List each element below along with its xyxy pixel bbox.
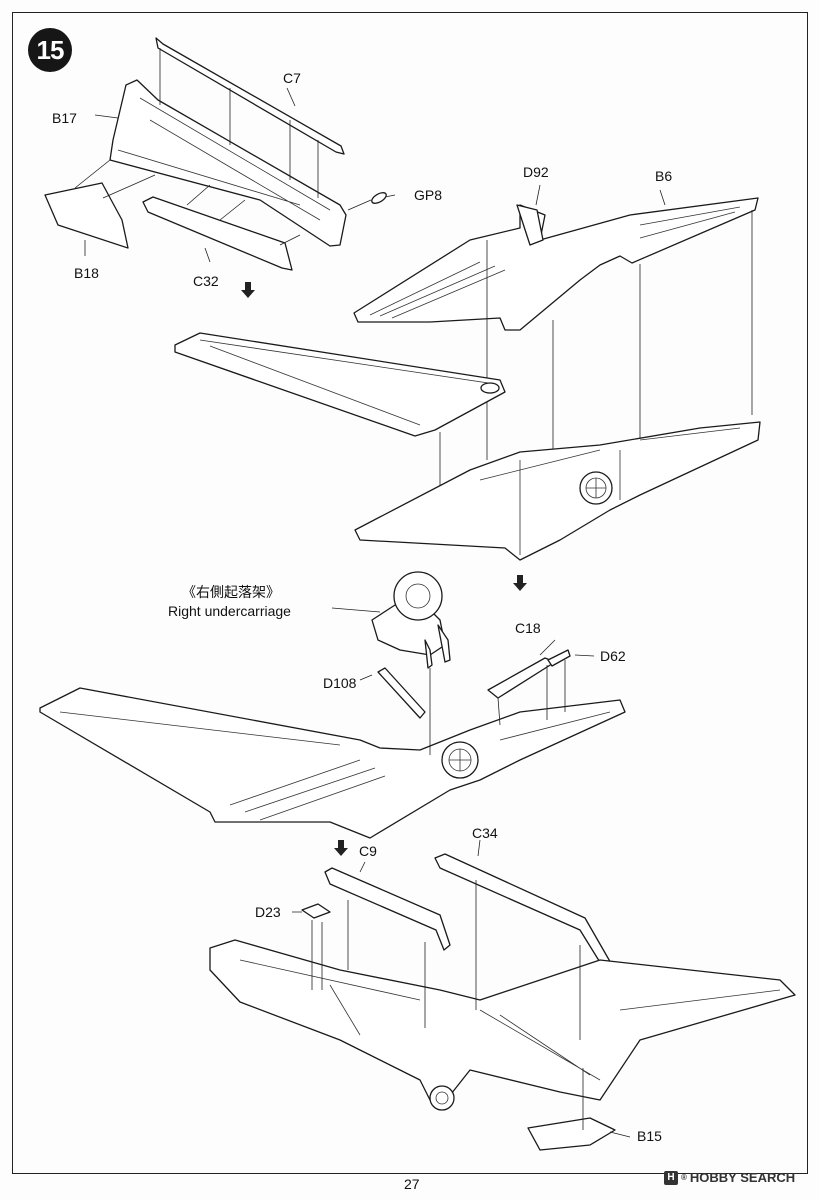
label-c32: C32 (193, 273, 219, 289)
label-d108: D108 (323, 675, 357, 691)
bottom-assembly (209, 839, 796, 1151)
page-number: 27 (404, 1176, 420, 1192)
label-c18: C18 (515, 620, 541, 636)
wing-bottom-assembled (209, 939, 796, 1109)
part-d23 (301, 903, 331, 919)
part-b6 (353, 197, 759, 331)
b17-assembly (44, 37, 666, 298)
watermark-text: HOBBY SEARCH (689, 1170, 796, 1185)
part-c34 (434, 853, 613, 973)
bottom-wheel (429, 1085, 455, 1111)
part-d62 (547, 649, 571, 667)
part-d108 (377, 667, 426, 719)
wing-assembled-section (354, 421, 761, 561)
part-gp8 (371, 192, 387, 204)
wing-upper-panel (174, 197, 761, 591)
watermark-logo-icon: H (664, 1170, 678, 1185)
label-d92: D92 (523, 164, 549, 180)
part-c18 (487, 657, 556, 699)
part-c7 (155, 37, 345, 155)
part-d92 (516, 204, 544, 246)
wing-lower-panel (174, 332, 506, 437)
part-b18 (44, 182, 129, 249)
label-d62: D62 (600, 648, 626, 664)
step-number-badge: 15 (28, 28, 72, 72)
page-border (12, 12, 808, 1174)
step-number: 15 (36, 34, 65, 65)
callout-chinese: 《右側起落架》 (182, 585, 280, 601)
wing-with-undercarriage (39, 571, 626, 856)
label-b18: B18 (74, 265, 99, 281)
wing-panel-socket (480, 382, 500, 394)
part-b17 (109, 79, 347, 247)
part-c32 (142, 196, 293, 271)
label-c9: C9 (359, 843, 377, 859)
part-b15 (527, 1117, 616, 1151)
callout-english: Right undercarriage (168, 603, 291, 619)
label-c34: C34 (472, 825, 498, 841)
label-b17: B17 (52, 110, 77, 126)
wing-full (39, 687, 626, 839)
watermark-reg-mark: ® (681, 1173, 687, 1182)
undercarriage-wheel (393, 571, 443, 621)
label-b15: B15 (637, 1128, 662, 1144)
part-c9 (324, 867, 451, 951)
label-b6: B6 (655, 168, 673, 184)
label-d23: D23 (255, 904, 281, 920)
watermark: H ® HOBBY SEARCH (664, 1170, 795, 1185)
label-c7: C7 (283, 70, 301, 86)
label-gp8: GP8 (414, 187, 443, 203)
